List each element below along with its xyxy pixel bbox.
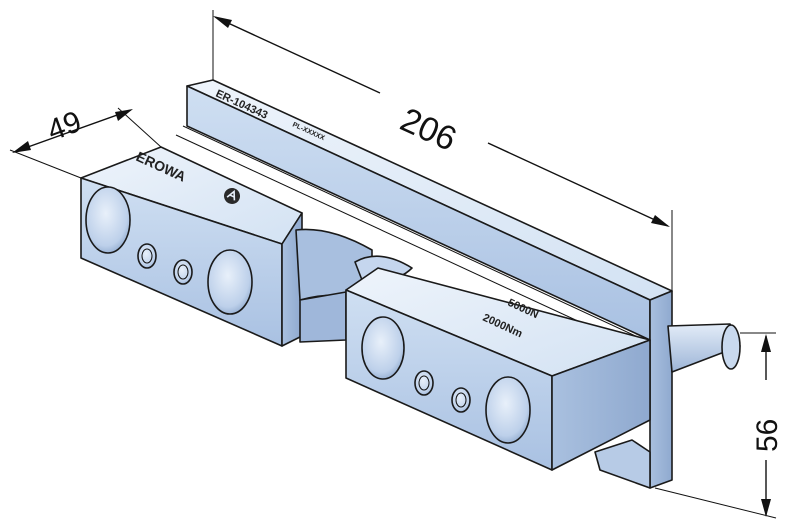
screw-head [177,264,189,280]
screw-head [418,375,430,391]
screw-hole [137,243,157,269]
guide-pin [667,323,741,373]
lower-step [594,439,651,489]
bore-hole [207,249,253,315]
screw-head [141,248,153,264]
bore-hole [361,316,405,380]
length-value: 206 [395,101,462,159]
dimension-height: 56 [654,332,784,519]
screw-hole [414,370,434,396]
right-jaw-holes [361,316,531,444]
rear-rail [186,79,673,489]
left-jaw-holes [85,186,253,315]
bore-hole [85,186,131,254]
bore-hole [485,376,531,444]
width-value: 49 [43,105,86,147]
screw-head [455,392,467,408]
top-groove [175,125,641,348]
screw-hole [451,387,471,413]
screw-hole [173,259,193,285]
brand-logo-icon [224,188,240,204]
height-value: 56 [751,419,784,452]
